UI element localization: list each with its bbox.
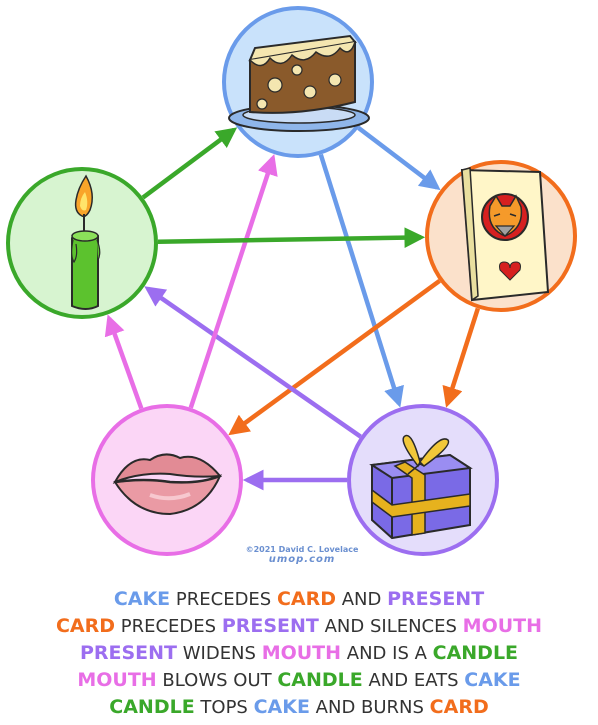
copyright: ©2021 David C. Lovelace umop.com (232, 545, 372, 565)
candle-icon (71, 174, 101, 310)
caption-text: PRECEDES (170, 589, 277, 610)
arrow-cake-to-present (318, 153, 404, 408)
caption-keyword: MOUTH (77, 669, 157, 691)
caption-line: CANDLE TOPS CAKE AND BURNS CARD (0, 694, 598, 721)
caption-keyword: CANDLE (109, 696, 195, 718)
cake-icon (228, 34, 370, 132)
caption-line: PRESENT WIDENS MOUTH AND IS A CANDLE (0, 640, 598, 667)
gift-box-icon (369, 434, 473, 540)
copyright-site: umop.com (268, 554, 336, 565)
node-mouth-circle (91, 404, 243, 556)
greeting-card-icon (460, 167, 550, 302)
arrow-cake-to-card (357, 126, 441, 191)
caption-keyword: PRESENT (221, 615, 319, 637)
arrow-candle-to-cake (141, 127, 238, 200)
arrow-present-to-candle (144, 286, 362, 439)
nodes-layer (6, 6, 577, 556)
caption-keyword: CAKE (113, 588, 171, 610)
caption-keyword: PRESENT (79, 642, 177, 664)
node-mouth (91, 404, 243, 556)
arrow-mouth-to-candle (104, 314, 144, 410)
caption-keyword: CAKE (253, 696, 310, 718)
node-cake (222, 6, 374, 158)
caption-text: TOPS (194, 697, 254, 718)
caption-keyword: PRESENT (387, 588, 485, 610)
node-candle (6, 167, 158, 319)
arrow-card-to-present (442, 307, 481, 408)
caption-keyword: CARD (429, 696, 489, 718)
caption-line: CAKE PRECEDES CARD AND PRESENT (0, 586, 598, 613)
caption-line: CARD PRECEDES PRESENT AND SILENCES MOUTH (0, 613, 598, 640)
caption-text: WIDENS (177, 643, 262, 664)
caption-line: MOUTH BLOWS OUT CANDLE AND EATS CAKE (0, 667, 598, 694)
caption-text: PRECEDES (115, 616, 222, 637)
node-present (347, 404, 499, 556)
caption-text: AND (336, 589, 388, 610)
arrow-mouth-to-cake (188, 154, 278, 409)
caption-keyword: MOUTH (261, 642, 342, 664)
caption-keyword: CANDLE (277, 669, 363, 691)
caption-text: AND BURNS (309, 697, 430, 718)
caption-keyword: CAKE (464, 669, 521, 691)
caption-keyword: CARD (276, 588, 337, 610)
cycle-diagram (6, 6, 577, 556)
caption-text: BLOWS OUT (156, 670, 278, 691)
caption-keyword: CANDLE (432, 642, 519, 664)
caption-keyword: MOUTH (462, 615, 543, 637)
edges-layer (104, 126, 481, 491)
node-card (425, 160, 577, 312)
arrow-card-to-mouth (228, 279, 441, 436)
lips-icon (112, 453, 223, 516)
caption-keyword: CARD (55, 615, 116, 637)
caption-text: AND EATS (362, 670, 465, 691)
caption-text: AND SILENCES (318, 616, 463, 637)
caption-text: AND IS A (341, 643, 433, 664)
arrow-candle-to-card (157, 227, 426, 248)
copyright-line: ©2021 David C. Lovelace (245, 545, 359, 554)
